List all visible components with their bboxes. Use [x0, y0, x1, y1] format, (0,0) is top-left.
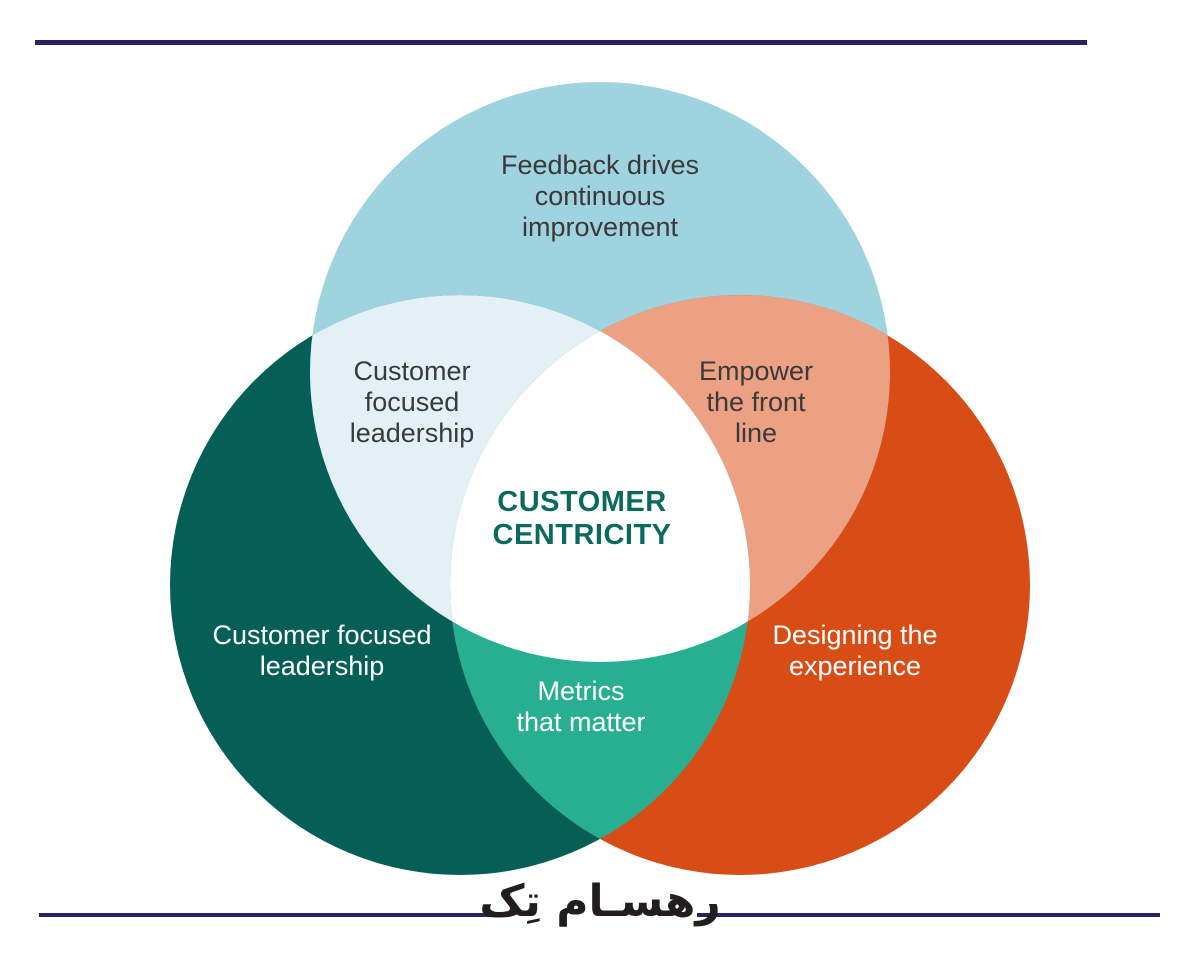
- bottom-divider-line-right: [697, 913, 1160, 917]
- experience-circle-label: Designing the experience: [772, 620, 938, 681]
- leadership-circle-label: Customer focused leadership: [212, 620, 432, 681]
- center-region: [450, 295, 750, 662]
- overlap-label-empower-the-front-line: Empower the front line: [698, 356, 814, 448]
- bottom-divider-line-left: [39, 913, 503, 917]
- center-title: CUSTOMER CENTRICITY: [492, 486, 672, 551]
- overlap-label-customer-focused-leadership: Customer focused leadership: [349, 356, 475, 448]
- brand-logo-text: رهسـام تِک: [479, 876, 721, 927]
- top-divider-line: [35, 40, 1087, 45]
- overlap-label-metrics-that-matter: Metrics that matter: [516, 676, 646, 737]
- feedback-circle-label: Feedback drives continuous improvement: [500, 150, 700, 242]
